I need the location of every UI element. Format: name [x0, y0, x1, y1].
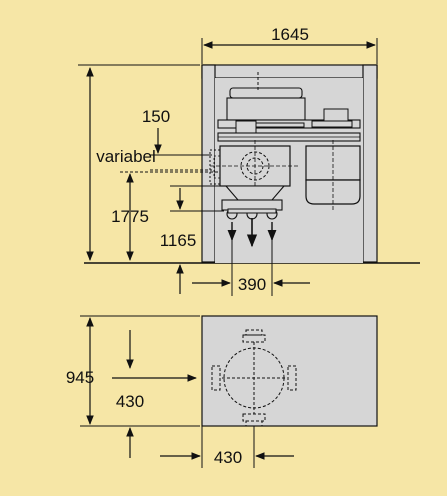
- dim-150-label: 150: [142, 107, 170, 126]
- dim-390-label: 390: [238, 275, 266, 294]
- dim-430v-label: 430: [116, 392, 144, 411]
- dim-430h-label: 430: [214, 448, 242, 467]
- plan-view: 945 430 430: [66, 315, 378, 468]
- dim-variabel-label: variabel: [96, 147, 156, 166]
- container-right: [305, 140, 361, 212]
- frame-right-leg: [362, 64, 378, 263]
- dim-1165-label: 1165: [160, 231, 197, 250]
- plan-frame: [201, 315, 378, 427]
- dim-945-label: 945: [66, 368, 94, 387]
- dim-1775-label: 1775: [111, 207, 149, 226]
- hoist-unit: [209, 140, 300, 220]
- frame-top-beam: [201, 64, 378, 79]
- frame-left-leg: [201, 64, 216, 263]
- plan-hoist-outline: [211, 329, 297, 427]
- dim-1645-label: 1645: [271, 25, 309, 44]
- top-carriage: [217, 72, 361, 142]
- side-view: 1645 variabel 150 1775 1165 390: [78, 25, 420, 296]
